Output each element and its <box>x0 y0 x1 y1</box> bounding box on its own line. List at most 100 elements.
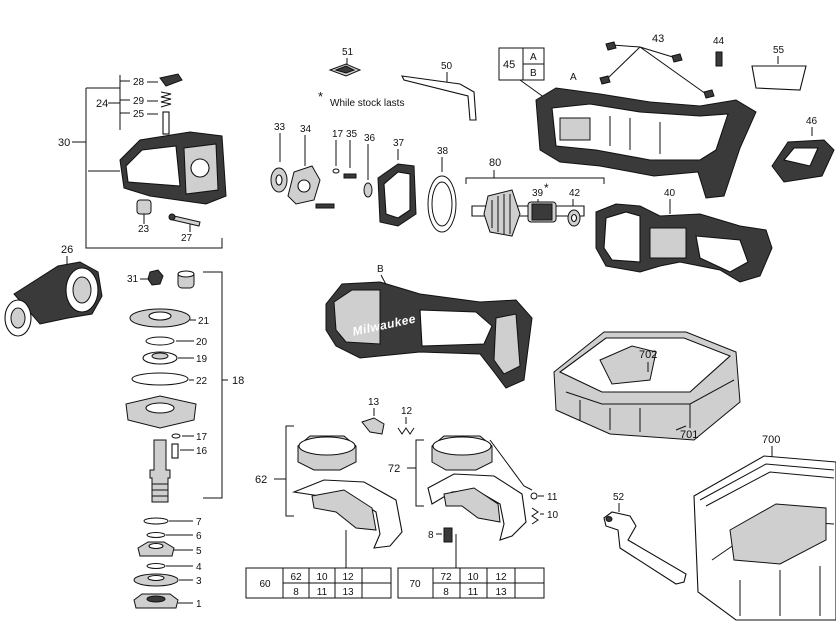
label-20: 20 <box>196 337 208 348</box>
label-6: 6 <box>196 531 202 542</box>
table60-r1c3: 12 <box>342 572 354 583</box>
label-55: 55 <box>773 45 785 56</box>
table-70: 70 72 10 12 8 11 13 <box>397 567 545 599</box>
hex-nut-part <box>147 269 164 286</box>
housing-a-group: 45 A B A 43 44 55 46 <box>498 33 835 199</box>
spindle-lock-button-part <box>159 73 183 87</box>
label-1: 1 <box>196 599 202 610</box>
label-18: 18 <box>232 375 244 387</box>
label-4: 4 <box>196 562 202 573</box>
wrench-group: 52 <box>603 492 687 585</box>
wave-washer-part <box>146 532 166 538</box>
box45-a: A <box>530 52 537 63</box>
guard-spring-part <box>531 507 539 525</box>
table70-r1c1: 72 <box>440 572 452 583</box>
screw-part <box>343 173 357 179</box>
label-80: 80 <box>489 157 501 169</box>
label-17-upper: 17 <box>332 129 344 140</box>
label-16: 16 <box>196 446 208 457</box>
label-21: 21 <box>198 316 210 327</box>
note-mark: * <box>318 89 323 104</box>
box45-number: 45 <box>503 59 515 71</box>
label-A: A <box>570 72 577 83</box>
spanner-wrench-part <box>603 511 687 585</box>
label-44: 44 <box>713 36 725 47</box>
label-5: 5 <box>196 546 202 557</box>
label-40: 40 <box>664 188 676 199</box>
insulator-ring-part <box>427 175 457 233</box>
label-8: 8 <box>428 530 434 541</box>
label-37: 37 <box>393 138 405 149</box>
table-60: 60 62 10 12 8 11 13 <box>245 567 392 599</box>
label-27: 27 <box>181 233 193 244</box>
table70-r1c3: 12 <box>495 572 507 583</box>
stator-group: 40 <box>595 188 773 283</box>
box45-b: B <box>530 68 537 79</box>
label-23: 23 <box>138 224 150 235</box>
guard-lock-group: 13 12 <box>361 397 415 435</box>
label-42: 42 <box>569 188 581 199</box>
label-38: 38 <box>437 146 449 157</box>
label-24: 24 <box>96 98 108 110</box>
label-36: 36 <box>364 133 376 144</box>
guard-72-group: 72 11 10 8 <box>388 435 559 568</box>
label-702: 702 <box>639 349 657 361</box>
label-52: 52 <box>613 492 625 503</box>
label-3: 3 <box>196 576 202 587</box>
guard-62-group: 62 <box>255 425 403 568</box>
label-62: 62 <box>255 474 267 486</box>
label-701: 701 <box>680 429 698 441</box>
label-43: 43 <box>652 33 664 45</box>
label-22: 22 <box>196 376 208 387</box>
label-28: 28 <box>133 77 145 88</box>
table60-r1c1: 62 <box>290 572 302 583</box>
gear-case-screw-part <box>172 215 201 227</box>
housing-b-group: B Milwaukee <box>325 264 533 389</box>
guard-latch-part <box>361 417 385 435</box>
table70-r2c2: 11 <box>468 587 479 598</box>
label-51: 51 <box>342 47 354 58</box>
table60-r2c3: 13 <box>342 587 354 598</box>
table60-id: 60 <box>259 579 271 590</box>
label-39: 39 <box>532 188 544 199</box>
switch-parts-group: 51 50 * While stock lasts <box>318 47 477 121</box>
carry-case-inserts-group: 702 701 <box>553 331 741 441</box>
fan-part <box>483 189 521 237</box>
latch-spring-part <box>397 427 415 435</box>
guard-screw-part <box>443 527 453 543</box>
switch-bar-part <box>401 75 477 121</box>
label-7: 7 <box>196 517 202 528</box>
label-34: 34 <box>300 124 312 135</box>
lock-pin-part <box>162 111 170 135</box>
gearbox-group: 30 24 28 29 25 23 27 <box>58 73 227 249</box>
retaining-ring-part <box>145 336 175 346</box>
star-39: * <box>544 181 549 195</box>
label-72: 72 <box>388 463 400 475</box>
motor-components-group: 33 34 17 35 36 37 38 <box>270 122 457 233</box>
table70-r1c2: 10 <box>467 572 479 583</box>
label-19: 19 <box>196 354 208 365</box>
flange-stack-group: 7 6 5 4 3 1 <box>133 517 202 610</box>
label-plate-part <box>751 65 807 91</box>
label-35: 35 <box>346 129 358 140</box>
side-handle-group: 26 <box>4 244 103 337</box>
label-30: 30 <box>58 137 70 149</box>
spindle-stack-group: 18 31 21 20 19 22 17 16 <box>125 269 244 503</box>
table70-id: 70 <box>409 579 421 590</box>
label-13: 13 <box>368 397 380 408</box>
table70-r2c1: 8 <box>443 587 449 598</box>
table60-r2c1: 8 <box>293 587 299 598</box>
label-10: 10 <box>547 510 559 521</box>
table60-r1c2: 10 <box>316 572 328 583</box>
table70-r2c3: 13 <box>495 587 507 598</box>
label-50: 50 <box>441 61 453 72</box>
armature-group: 80 39 * 42 <box>465 157 605 237</box>
spindle-part <box>149 439 171 503</box>
label-12: 12 <box>401 406 413 417</box>
o-ring-part <box>131 372 189 386</box>
key-pin-part <box>171 443 179 459</box>
lock-spring-part <box>160 91 172 108</box>
table60-r2c2: 11 <box>317 587 328 598</box>
washer-part <box>363 182 373 198</box>
